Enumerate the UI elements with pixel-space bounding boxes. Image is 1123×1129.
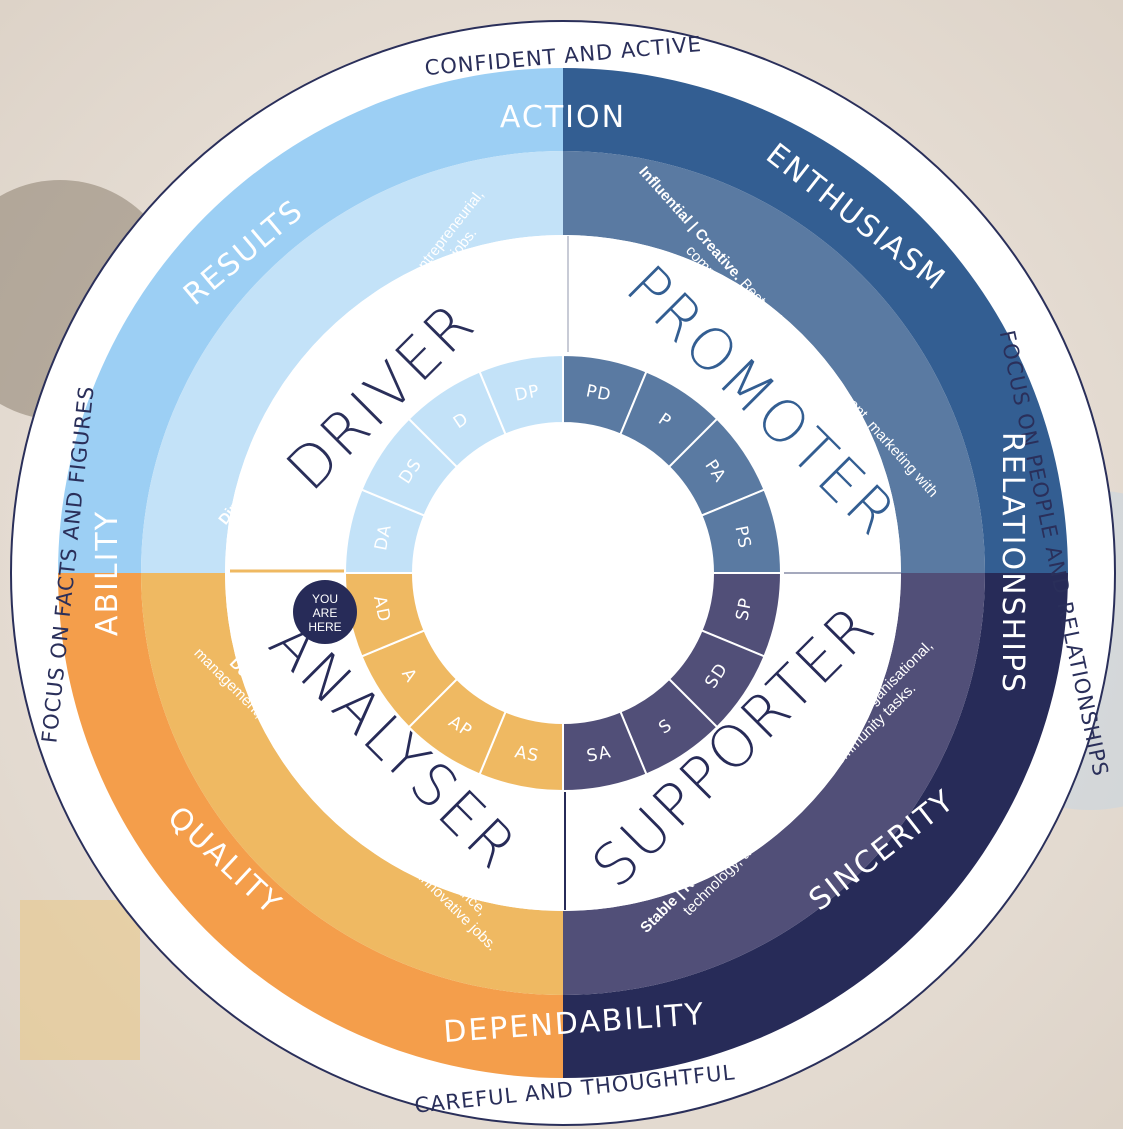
segment-label-ps: PS (730, 524, 754, 551)
marker-line-1: YOU (312, 592, 338, 606)
segment-label-as: AS (513, 742, 541, 766)
marker-line-3: HERE (308, 620, 341, 634)
description-quadrants (141, 151, 985, 995)
band-label-action: ACTION (500, 100, 626, 135)
band-label-relationships: RELATIONSHIPS (995, 432, 1030, 694)
band-quadrants (58, 68, 1068, 1078)
promoter-band (563, 68, 1068, 573)
marker-line-2: ARE (313, 606, 338, 620)
promoter-desc-ring (563, 151, 985, 573)
analyser-band (58, 573, 563, 1078)
segment-label-dp: DP (513, 381, 542, 406)
segment-label-sa: SA (585, 742, 613, 766)
band-label-ability: ABILITY (90, 510, 125, 636)
analyser-desc-ring (141, 573, 563, 995)
you-are-here-marker: YOU ARE HERE (293, 580, 357, 644)
segment-label-pd: PD (584, 381, 613, 406)
driver-band (58, 68, 563, 573)
supporter-band (563, 573, 1068, 1078)
supporter-desc-ring (563, 573, 985, 995)
segment-label-sp: SP (732, 596, 756, 623)
driver-desc-ring (141, 151, 563, 573)
marker-circle (293, 580, 357, 644)
center-hole (413, 423, 713, 723)
